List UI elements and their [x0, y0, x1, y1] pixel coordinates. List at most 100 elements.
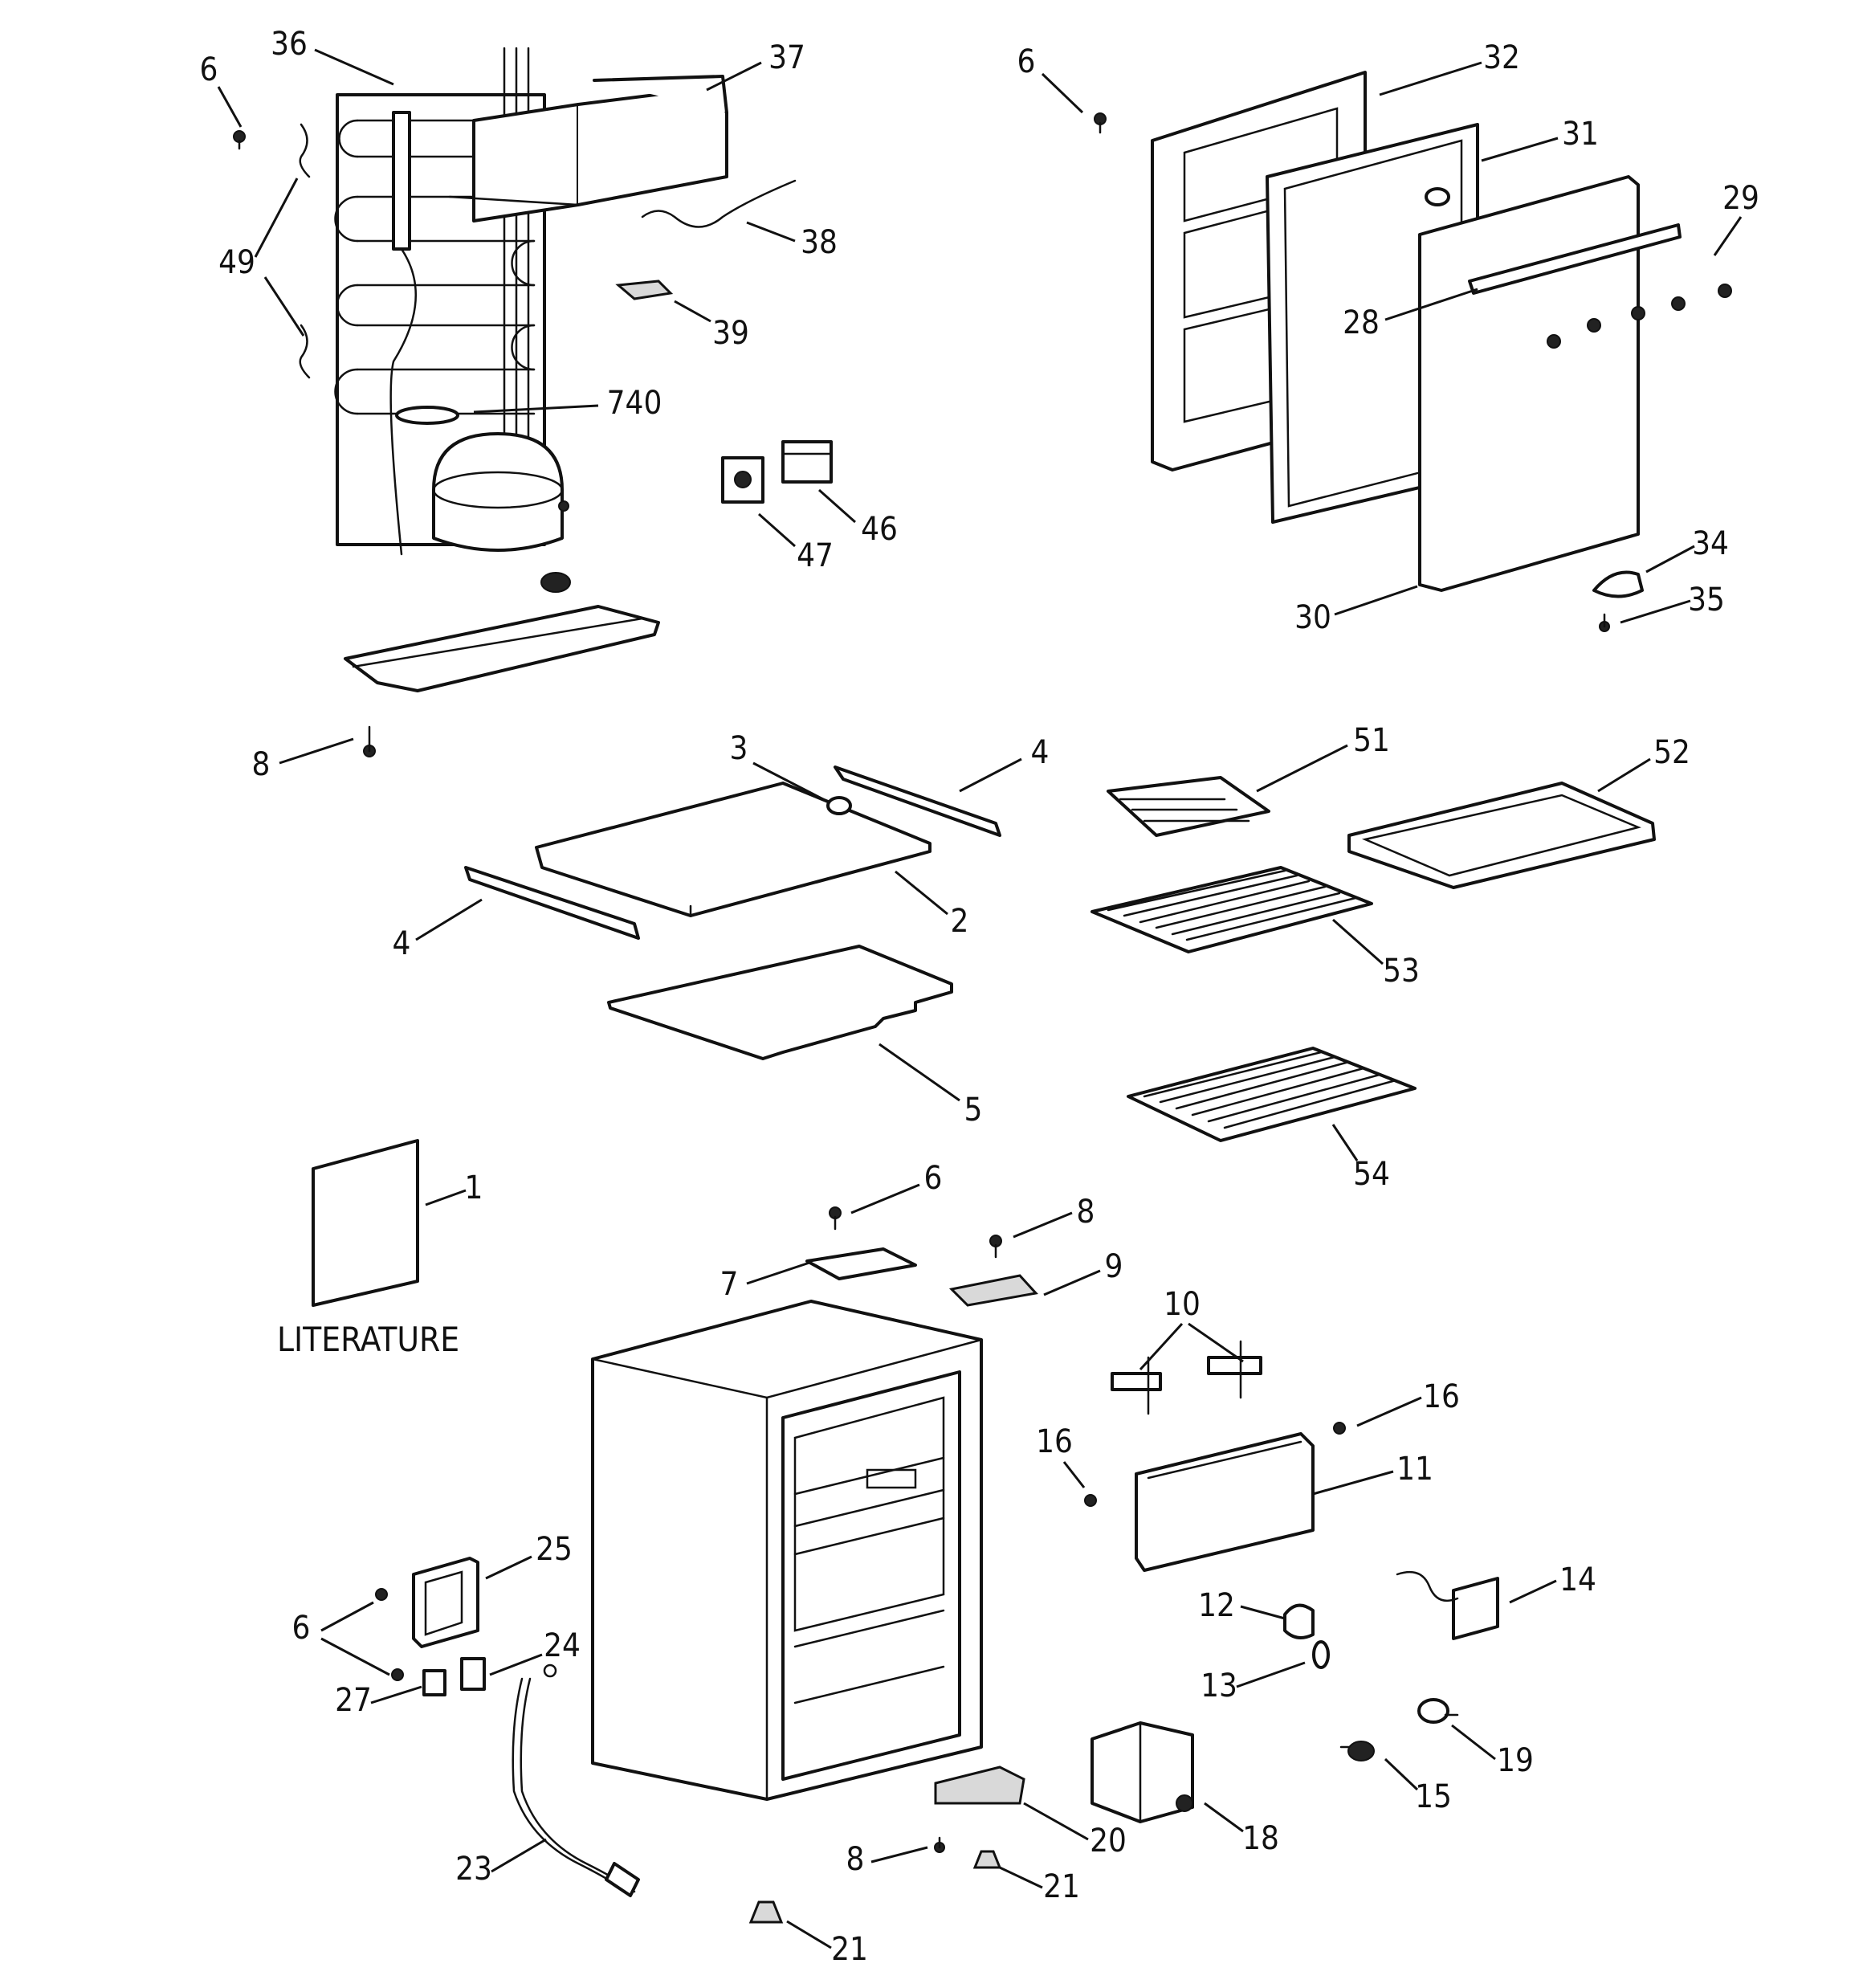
- callout-c16b: 16: [1036, 1423, 1073, 1460]
- shelf-slide-4-right: [834, 765, 1001, 837]
- leader-line: [1384, 1757, 1419, 1791]
- filter-drier: [395, 406, 459, 425]
- callout-c25: 25: [536, 1531, 573, 1568]
- callout-c28: 28: [1343, 304, 1380, 341]
- leader-line: [1334, 585, 1418, 616]
- leader-line: [473, 404, 599, 414]
- leader-line: [320, 1637, 390, 1676]
- callout-c20: 20: [1090, 1823, 1127, 1859]
- leader-line: [1041, 72, 1084, 114]
- callout-c39: 39: [712, 315, 749, 352]
- callout-c36: 36: [271, 26, 308, 63]
- leader-line: [1013, 1211, 1073, 1239]
- leader-line: [1645, 545, 1695, 574]
- knob-19: [1417, 1698, 1459, 1724]
- leader-line: [706, 61, 762, 92]
- callout-c32: 32: [1483, 39, 1520, 76]
- callout-c35: 35: [1688, 582, 1725, 618]
- callout-c52: 52: [1653, 734, 1690, 771]
- callout-c6a: 6: [200, 51, 218, 88]
- hinge-10-right: [1207, 1340, 1262, 1399]
- leader-line: [217, 86, 243, 128]
- leader-line: [1023, 1802, 1089, 1841]
- leader-line: [1356, 1396, 1422, 1427]
- leveler-bracket-20: [934, 1766, 1025, 1805]
- callout-c49: 49: [218, 244, 255, 281]
- leader-line: [1332, 918, 1384, 965]
- leader-line: [1451, 1724, 1496, 1761]
- callout-c7: 7: [720, 1266, 739, 1303]
- leader-line: [1236, 1661, 1306, 1688]
- callout-c21b: 21: [831, 1931, 868, 1968]
- callout-c2: 2: [951, 903, 969, 940]
- leader-line: [1597, 757, 1651, 793]
- wire-shelf-54: [1127, 1047, 1417, 1142]
- leveling-leg-21a: [972, 1850, 1002, 1869]
- ice-tray-51: [1107, 776, 1270, 837]
- leader-line: [752, 761, 824, 801]
- callout-c47: 47: [797, 537, 834, 574]
- literature-label: LITERATURE: [277, 1320, 459, 1359]
- callout-c30: 30: [1294, 599, 1331, 636]
- leader-line: [1043, 1269, 1101, 1296]
- screw-icon: [1084, 1494, 1097, 1507]
- lamp-socket-12: [1283, 1603, 1315, 1639]
- leader-line: [425, 1189, 467, 1206]
- callout-c9: 9: [1105, 1248, 1123, 1285]
- screw-icon: [1599, 613, 1610, 632]
- leader-line: [485, 1555, 532, 1580]
- leader-line: [1256, 744, 1348, 793]
- bracket-9: [948, 1274, 1038, 1307]
- leader-line: [254, 178, 299, 258]
- cabinet: [591, 1300, 983, 1801]
- callout-c24: 24: [544, 1627, 581, 1664]
- callout-c6d: 6: [292, 1610, 311, 1647]
- callout-c54: 54: [1353, 1156, 1390, 1193]
- callout-c8c: 8: [846, 1841, 865, 1878]
- leader-line: [489, 1653, 543, 1676]
- leader-line: [850, 1183, 920, 1214]
- leader-line: [1204, 1802, 1244, 1833]
- callout-c12: 12: [1198, 1587, 1235, 1624]
- callout-c23: 23: [455, 1851, 492, 1888]
- callout-c10: 10: [1164, 1286, 1201, 1323]
- power-cord-23: [512, 1663, 640, 1897]
- leader-line: [370, 1685, 422, 1704]
- literature-booklet: LITERATURE: [277, 1139, 459, 1359]
- callout-c5: 5: [964, 1092, 983, 1129]
- knob-15: [1339, 1741, 1375, 1761]
- light-cover-25: [412, 1557, 479, 1648]
- callout-c8a: 8: [252, 746, 271, 783]
- relay-46: [781, 440, 833, 484]
- leader-line: [314, 48, 394, 86]
- leader-line: [1312, 1470, 1394, 1496]
- leader-line: [1481, 137, 1559, 162]
- leader-line: [895, 870, 948, 916]
- hold-down-bracket-upper: [299, 123, 311, 178]
- crisper-glass-5: [607, 945, 953, 1060]
- callout-c1: 1: [465, 1170, 483, 1206]
- control-panel-11: [1135, 1432, 1315, 1572]
- leader-line: [1062, 1461, 1086, 1488]
- screw-icon: [233, 130, 246, 150]
- screw-icon: [934, 1836, 945, 1853]
- bracket-7: [805, 1247, 917, 1280]
- screw-icon: [363, 725, 376, 757]
- callout-c21a: 21: [1043, 1868, 1080, 1905]
- leader-line: [786, 1920, 832, 1949]
- callout-c6b: 6: [1017, 43, 1036, 80]
- leader-line: [746, 221, 796, 243]
- compressor-base-plate: [344, 605, 660, 692]
- wire-shelf-53: [1090, 866, 1373, 953]
- callout-c16a: 16: [1423, 1378, 1460, 1415]
- leader-line: [674, 300, 711, 323]
- hinge-cap: [1592, 570, 1644, 598]
- lamp-bulb-13: [1312, 1640, 1330, 1669]
- leader-line: [1620, 599, 1691, 624]
- hold-down-bracket-lower: [299, 324, 311, 379]
- callout-c18: 18: [1242, 1820, 1279, 1857]
- callout-c4b: 4: [393, 925, 411, 962]
- screw-icon: [1094, 112, 1107, 134]
- leader-line: [1713, 216, 1743, 256]
